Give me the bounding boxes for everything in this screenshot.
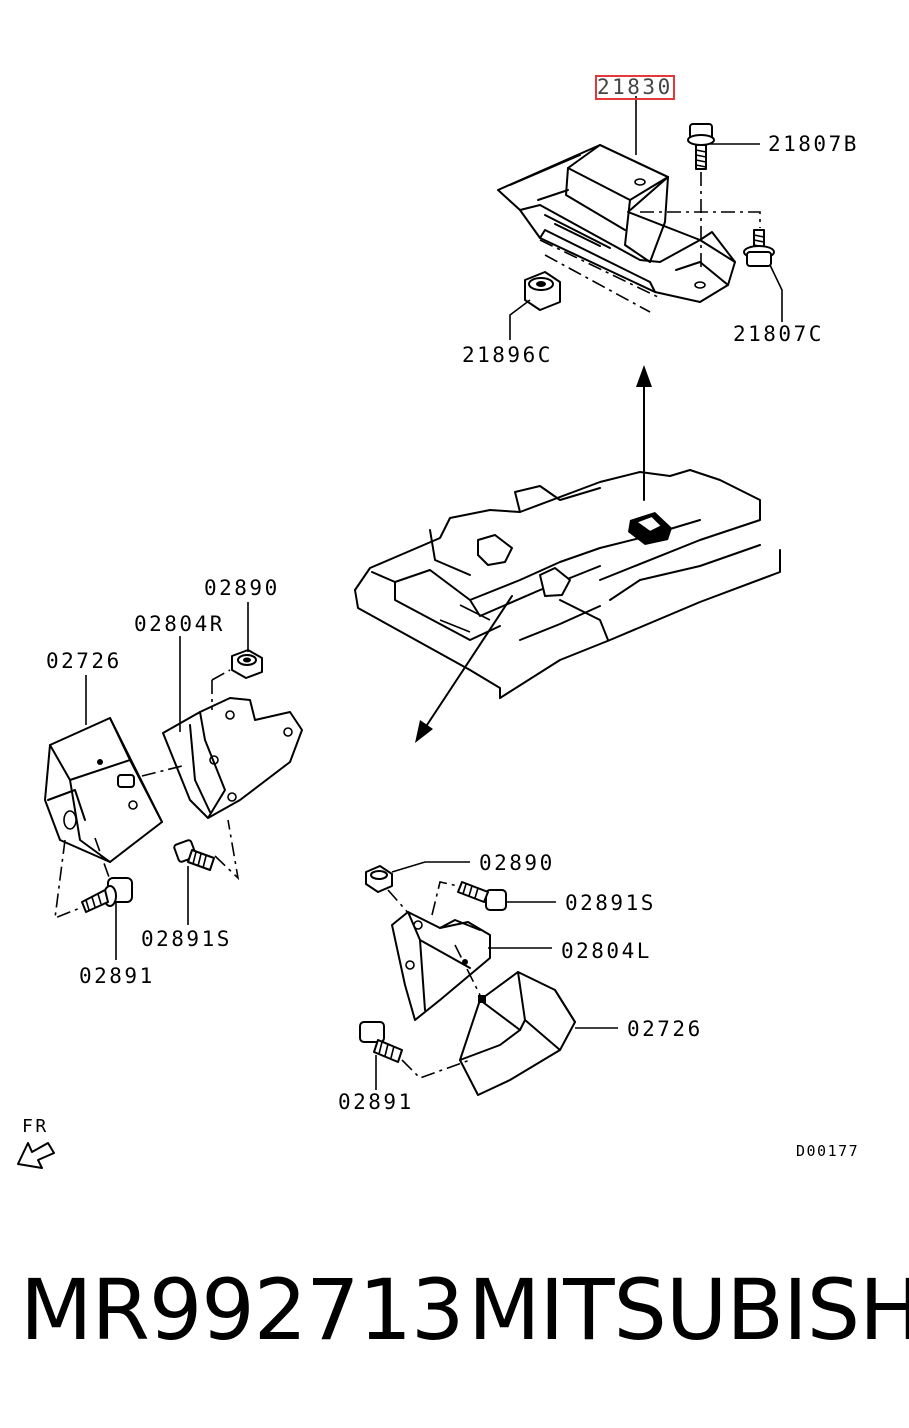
label-21807c: 21807C [733,322,824,346]
nut-21896c-drawing [524,239,661,313]
label-02891-left: 02891 [79,964,155,988]
left-nut-02890-drawing [231,649,263,679]
lower-bolt-02891-drawing [359,1021,403,1063]
lower-bolt-02891s-drawing [457,881,507,911]
left-bracket-02804r-drawing [162,697,303,819]
label-fr: FR [22,1116,49,1137]
lower-insulator-02726-drawing [459,971,576,1096]
chassis-frame-drawing [354,469,781,699]
bolt-21807c-drawing [743,229,775,267]
bolt-21807b-drawing [640,123,761,272]
label-02890-left: 02890 [204,576,280,600]
label-02726-lower: 02726 [627,1017,703,1041]
left-bolt-02891s-drawing [173,839,215,871]
caption-part-number: MR992713 [20,1261,464,1359]
label-02726-left: 02726 [46,649,122,673]
transmission-mount-drawing [497,144,736,303]
label-21830: 21830 [595,75,675,100]
left-bolt-02891-drawing [81,877,133,913]
label-02891s-left: 02891S [141,927,232,951]
lower-bracket-02804l-drawing [391,911,491,1021]
caption-brand: MITSUBISHI [468,1261,909,1359]
label-02891-lower: 02891 [338,1090,414,1114]
label-diagram-code: D00177 [796,1142,860,1160]
label-02804l: 02804L [561,939,652,963]
label-02891s-lower: 02891S [565,891,656,915]
label-21896c: 21896C [462,343,553,367]
front-arrow-icon [17,1142,55,1169]
lower-nut-02890-drawing [365,865,393,893]
label-02804r: 02804R [134,612,225,636]
label-21807b: 21807B [768,132,859,156]
label-02890-lower: 02890 [479,851,555,875]
left-insulator-drawing [44,717,163,863]
